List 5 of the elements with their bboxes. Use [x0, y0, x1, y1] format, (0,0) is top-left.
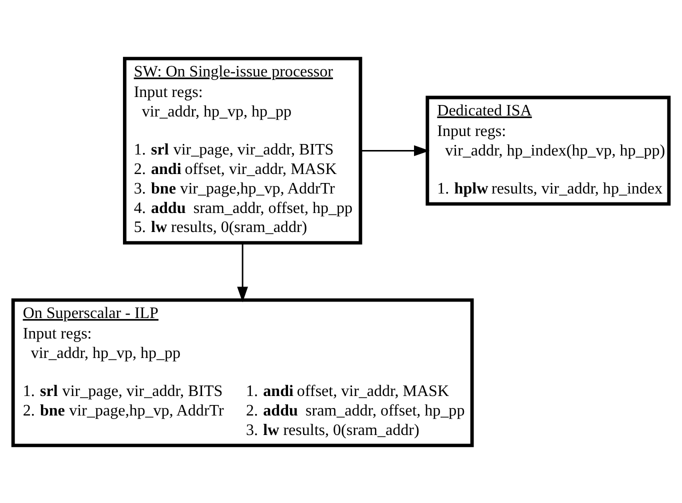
- node-box: SW: On Single-issue processor Input regs: vir_addr, hp_vp, hp_pp 1. srl vir_page, vir_addr, BITS 2. andi offset, vir_addr, MASK 3. bne vir_page,hp_vp, AddrTr 4. addu sram_addr, offset, hp_pp 5. lw results, 0(sram_addr): [122, 56, 362, 244]
- arrow: [237, 242, 248, 302]
- arrow: [360, 144, 430, 156]
- node-box: On Superscalar - ILP Input regs: vir_addr, hp_vp, hp_pp 1. srl vir_page, vir_addr, BITS 1. andi offset, vir_addr, MASK 2. bne vir_page,hp_vp, AddrTr 2. addu sram_addr, offset, hp_pp 3. lw results, 0(sram_addr): [11, 298, 474, 447]
- node-box: Dedicated ISA Input regs: vir_addr, hp_index(hp_vp, hp_pp) 1. hplw results, vir_addr, hp_index: [426, 95, 671, 206]
